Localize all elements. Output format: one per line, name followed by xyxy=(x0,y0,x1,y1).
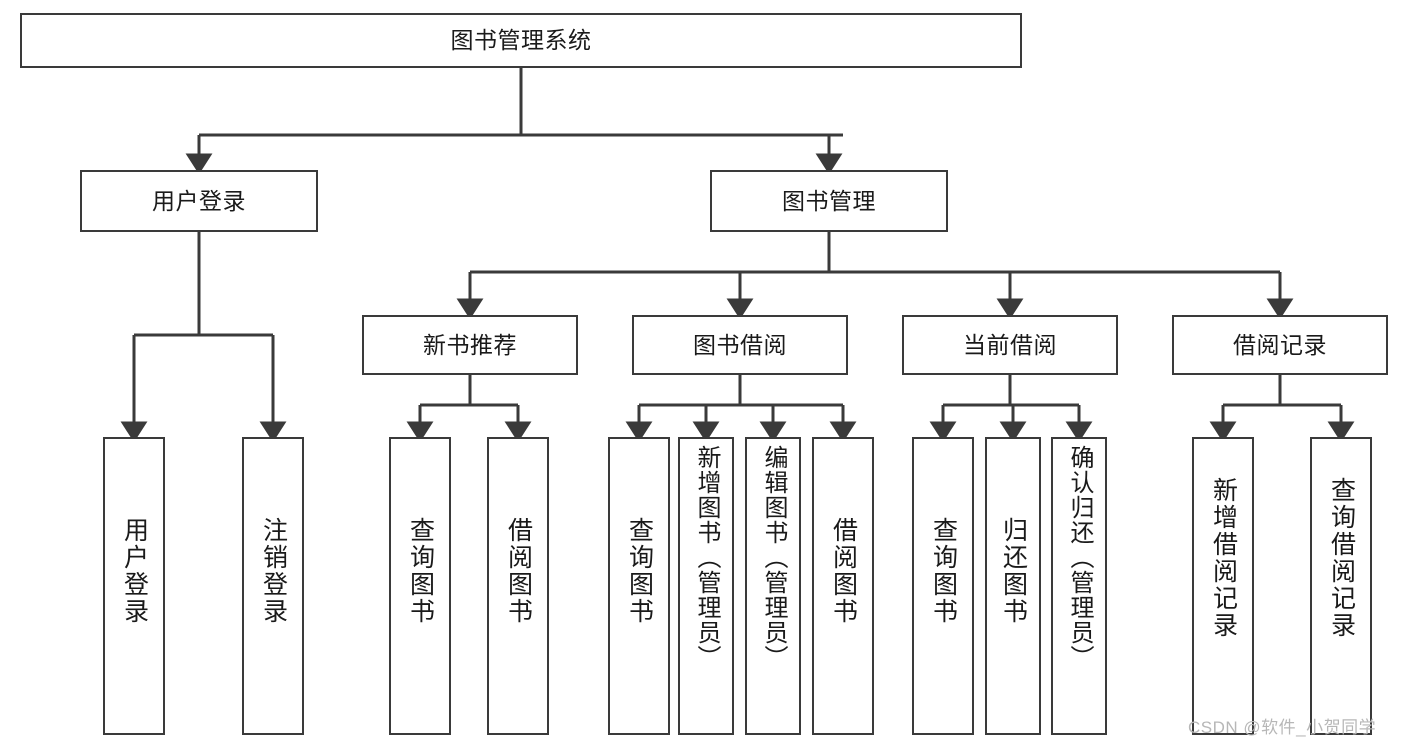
leaf-add-record[interactable]: 新增借阅记录 xyxy=(1192,437,1254,735)
leaf-add-record-label: 新增借阅记录 xyxy=(1209,477,1238,639)
leaf-user-login-label: 用户登录 xyxy=(120,517,149,625)
watermark: CSDN @软件_小贺同学 xyxy=(1188,718,1377,737)
leaf-query-record[interactable]: 查询借阅记录 xyxy=(1310,437,1372,735)
node-book-manage[interactable]: 图书管理 xyxy=(710,170,948,232)
node-user-login-label: 用户登录 xyxy=(152,187,246,214)
node-root[interactable]: 图书管理系统 xyxy=(20,13,1022,68)
leaf-query-book-2-label: 查询图书 xyxy=(625,517,654,625)
leaf-edit-book-label: 编辑图书（管理员） xyxy=(760,445,787,670)
leaf-user-login[interactable]: 用户登录 xyxy=(103,437,165,735)
node-borrow-record[interactable]: 借阅记录 xyxy=(1172,315,1388,375)
node-root-label: 图书管理系统 xyxy=(450,27,592,54)
node-book-manage-label: 图书管理 xyxy=(782,187,876,214)
leaf-add-book[interactable]: 新增图书（管理员） xyxy=(678,437,734,735)
leaf-borrow-book-2-label: 借阅图书 xyxy=(829,517,858,625)
node-borrow-record-label: 借阅记录 xyxy=(1233,331,1327,358)
node-new-book-recommend[interactable]: 新书推荐 xyxy=(362,315,578,375)
leaf-logout-label: 注销登录 xyxy=(259,517,288,625)
node-book-borrow[interactable]: 图书借阅 xyxy=(632,315,848,375)
leaf-return-book-label: 归还图书 xyxy=(999,517,1028,625)
leaf-add-book-label: 新增图书（管理员） xyxy=(693,445,720,670)
leaf-query-book-2[interactable]: 查询图书 xyxy=(608,437,670,735)
node-new-book-recommend-label: 新书推荐 xyxy=(423,331,517,358)
node-book-borrow-label: 图书借阅 xyxy=(693,331,787,358)
leaf-query-record-label: 查询借阅记录 xyxy=(1327,477,1356,639)
leaf-query-book-1[interactable]: 查询图书 xyxy=(389,437,451,735)
node-user-login[interactable]: 用户登录 xyxy=(80,170,318,232)
leaf-borrow-book-1-label: 借阅图书 xyxy=(504,517,533,625)
leaf-borrow-book-2[interactable]: 借阅图书 xyxy=(812,437,874,735)
node-current-borrow-label: 当前借阅 xyxy=(963,331,1057,358)
leaf-query-book-3[interactable]: 查询图书 xyxy=(912,437,974,735)
leaf-return-book[interactable]: 归还图书 xyxy=(985,437,1041,735)
leaf-borrow-book-1[interactable]: 借阅图书 xyxy=(487,437,549,735)
node-current-borrow[interactable]: 当前借阅 xyxy=(902,315,1118,375)
leaf-query-book-1-label: 查询图书 xyxy=(406,517,435,625)
leaf-confirm-return[interactable]: 确认归还（管理员） xyxy=(1051,437,1107,735)
leaf-confirm-return-label: 确认归还（管理员） xyxy=(1066,445,1093,670)
leaf-logout[interactable]: 注销登录 xyxy=(242,437,304,735)
leaf-edit-book[interactable]: 编辑图书（管理员） xyxy=(745,437,801,735)
leaf-query-book-3-label: 查询图书 xyxy=(929,517,958,625)
